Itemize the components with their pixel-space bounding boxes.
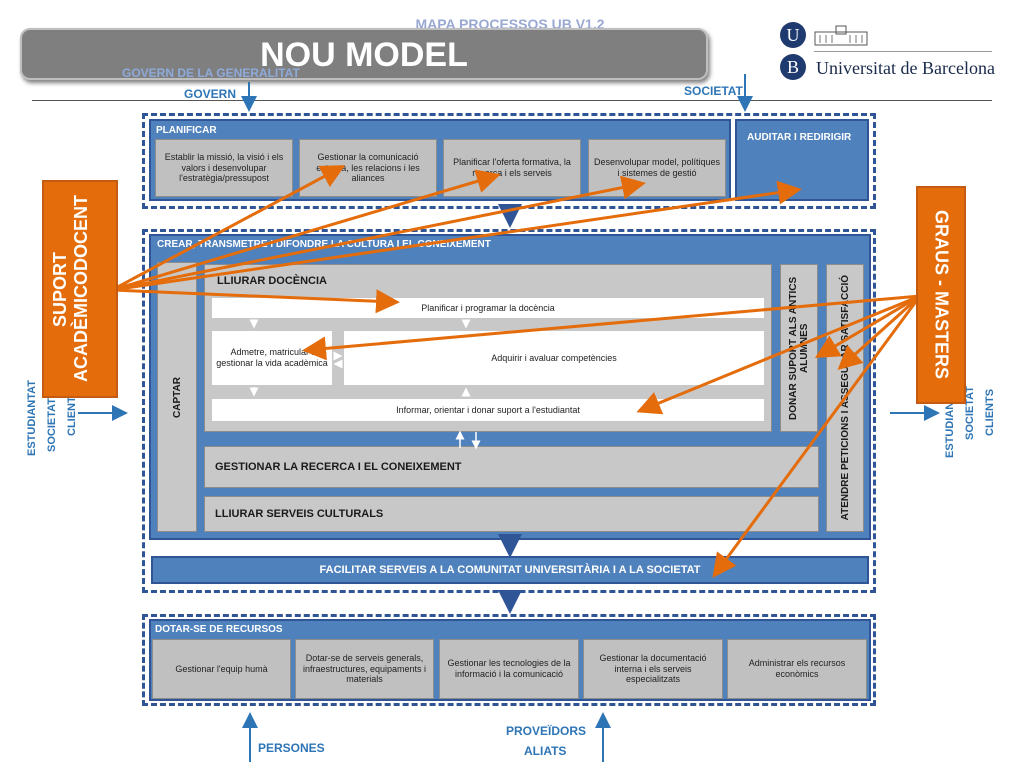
govern-label: GOVERN [184,87,237,101]
facilitar-bar: FACILITAR SERVEIS A LA COMUNITAT UNIVERS… [151,556,869,584]
dotar-tic: Gestionar les tecnologies de la informac… [439,639,579,699]
logo-u: U [780,22,806,48]
crear-title: CREAR, TRANSMETRE I DIFONDRE LA CULTURA … [157,239,491,250]
proveidors-label: PROVEÏDORS [506,724,587,738]
header-divider [32,100,992,101]
dotar-equip: Gestionar l'equip humà [152,639,291,699]
dotar-documentacio: Gestionar la documentació interna i els … [583,639,723,699]
logo-b: B [780,54,806,80]
societat-top-label: SOCIETAT [684,84,743,98]
informar-box: Informar, orientar i donar suport a l'es… [212,399,764,421]
graus-label: GRAUS - MASTERS [931,210,952,380]
auditar-box: AUDITAR I REDIRIGIR [735,119,869,201]
docencia-title: LLIURAR DOCÈNCIA [217,275,327,287]
planificar-title: PLANIFICAR [156,125,217,136]
orange-arrows [111,165,922,578]
logo-rule [814,51,992,52]
plan-mission: Establir la missió, la visió i els valor… [155,139,293,197]
dotar-frame [142,614,876,706]
building-icon [814,25,868,46]
culturals-box: LLIURAR SERVEIS CULTURALS [204,496,819,532]
university-name: Universitat de Barcelona [816,58,995,78]
plan-offer: Planificar l'oferta formativa, la recerc… [443,139,581,197]
inner-arrows [249,319,481,450]
dotar-serveis: Dotar-se de serveis generals, infraestru… [295,639,434,699]
nou-model-banner: NOU MODEL [20,28,708,80]
govern-generalitat-label: GOVERN DE LA GENERALITAT [122,66,300,80]
auditar-label: AUDITAR I REDIRIGIR [747,132,852,143]
plan-model: Desenvolupar model, polítiques i sisteme… [588,139,726,197]
persones-label: PERSONES [258,741,325,755]
aliats-label: ALIATS [524,744,567,758]
external-arrows [78,74,940,762]
dotar-economics: Administrar els recursos econòmics [727,639,867,699]
suport-callout: SUPORT ACADÈMICODOCENT [42,180,118,398]
planificar-docencia: Planificar i programar la docència [212,298,764,318]
recerca-box: GESTIONAR LA RECERCA I EL CONEIXEMENT [204,446,819,488]
captar-box: CAPTAR [157,262,197,532]
dotar-title: DOTAR-SE DE RECURSOS [155,624,283,635]
suport-label: SUPORT ACADÈMICODOCENT [50,195,91,383]
graus-callout: GRAUS - MASTERS [916,186,966,404]
